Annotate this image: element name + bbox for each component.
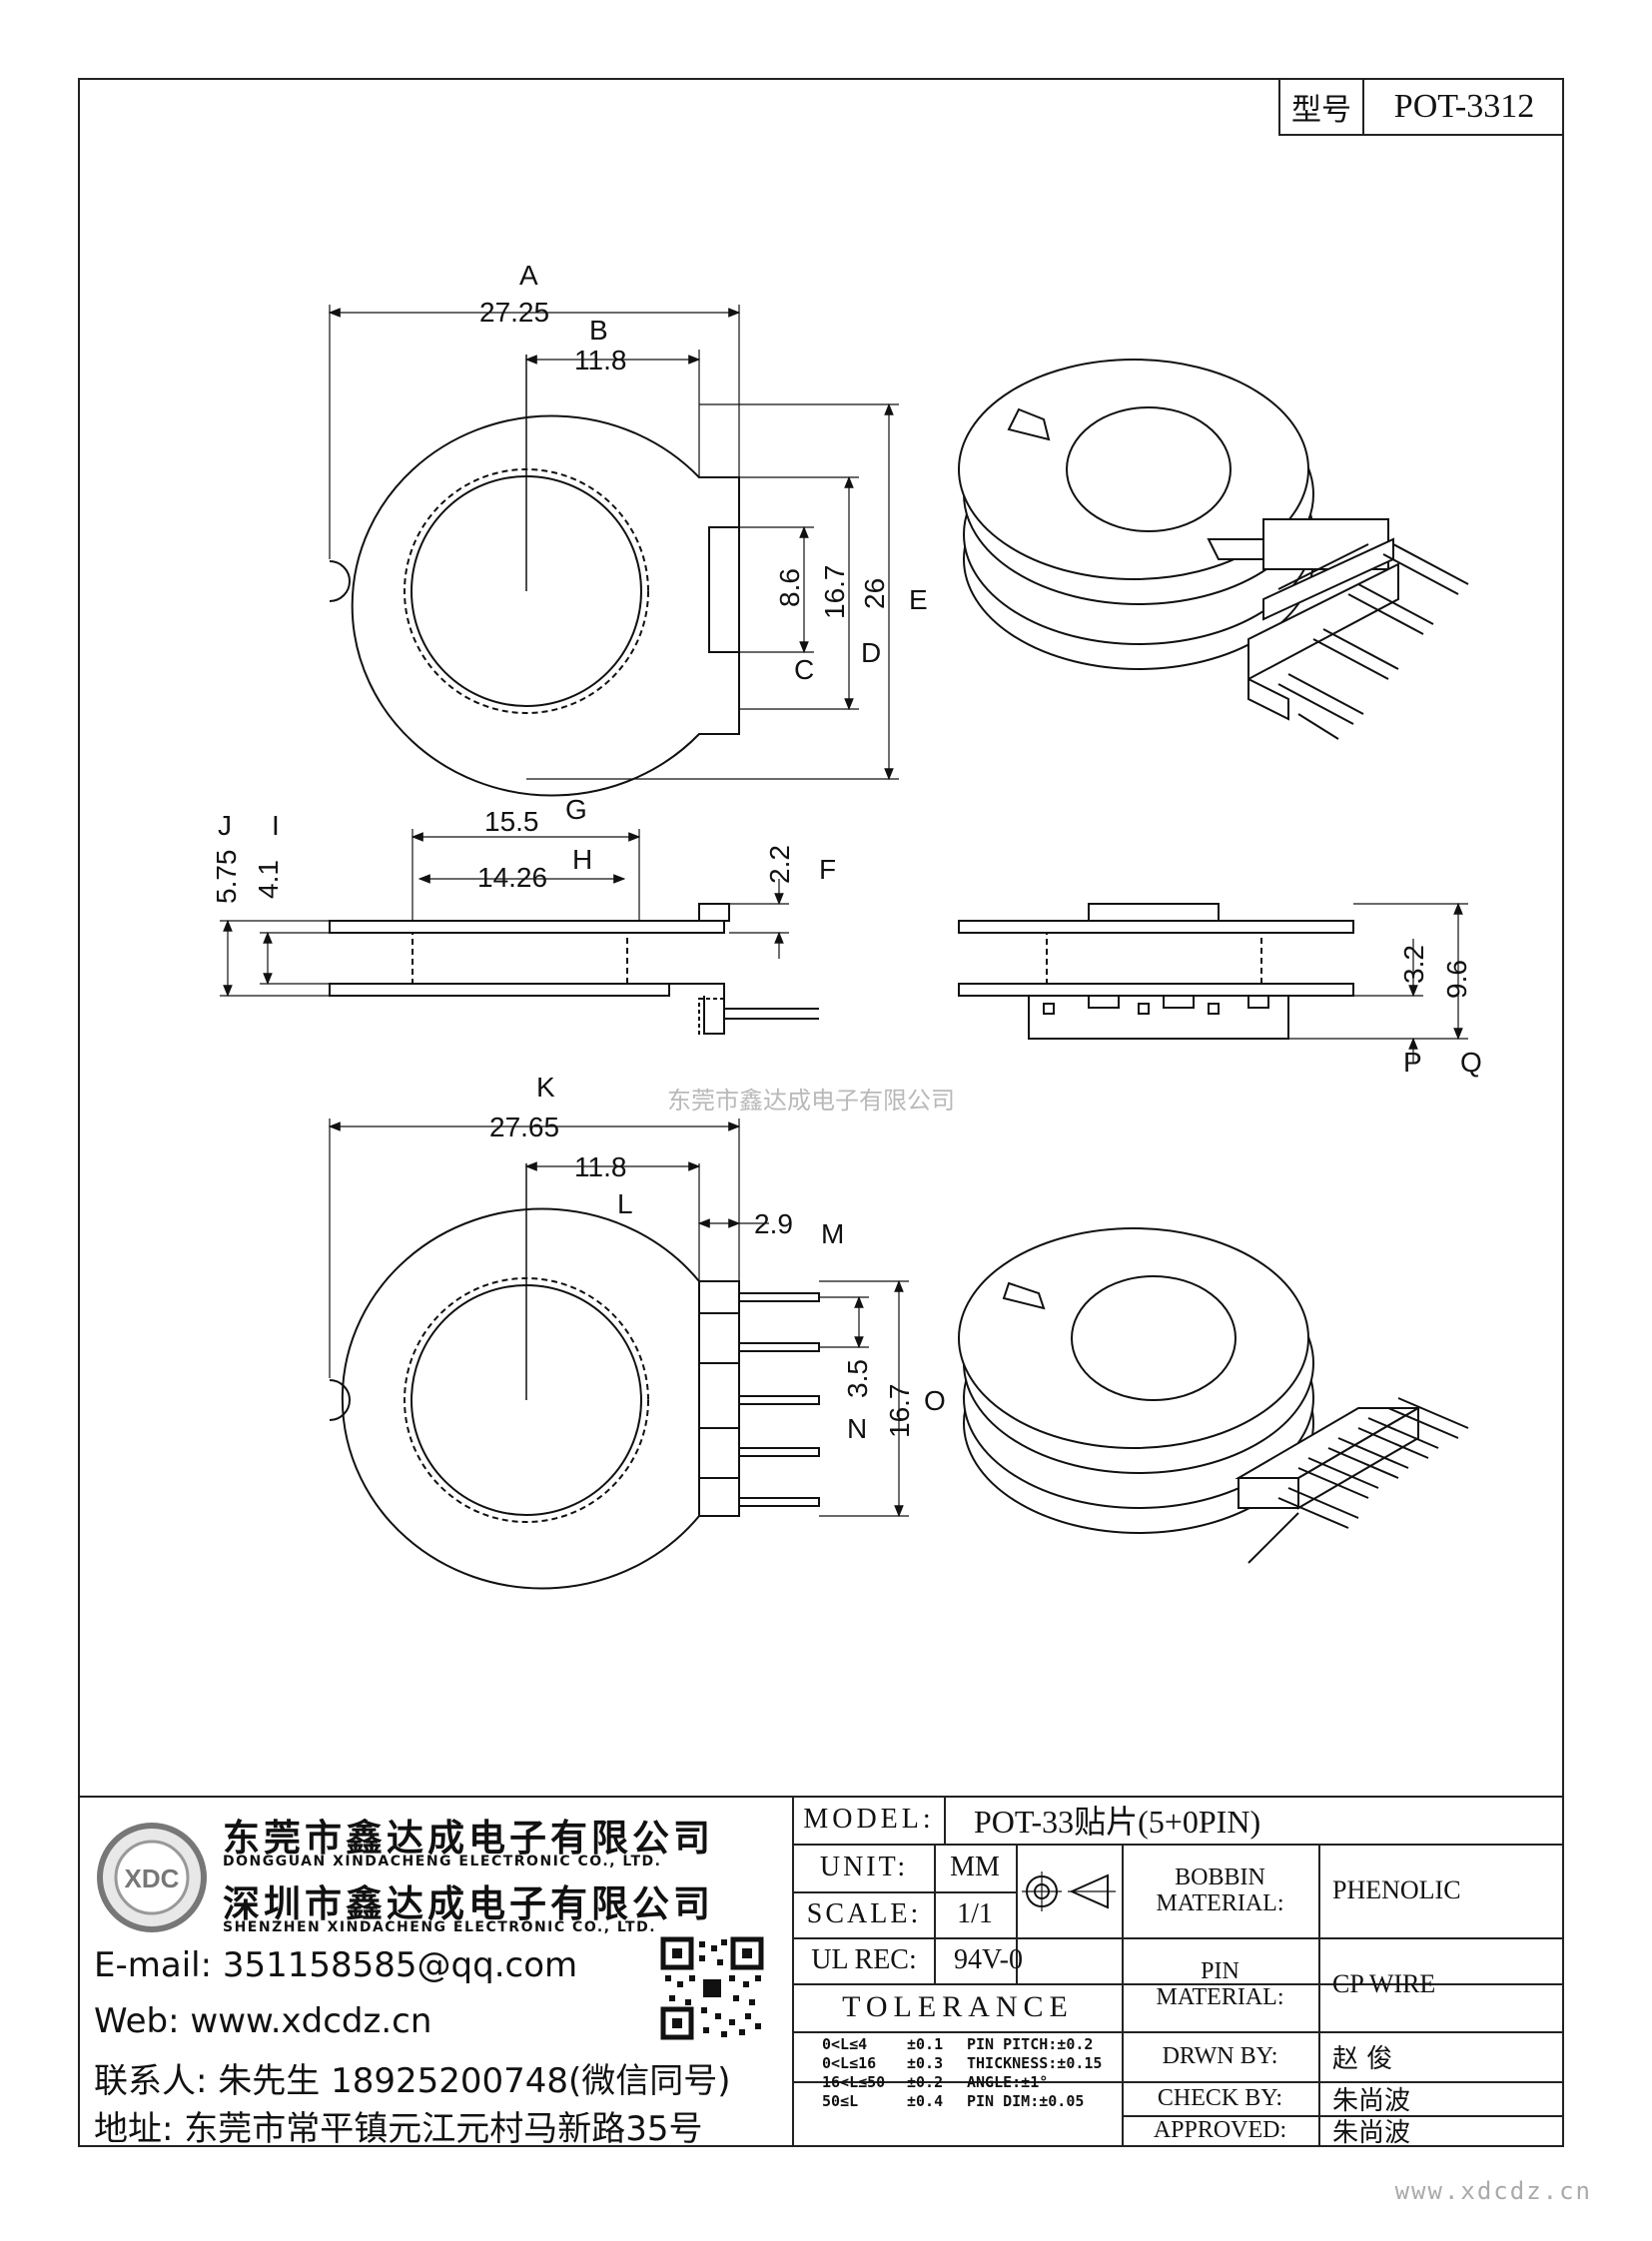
footer-website[interactable]: www.xdcdz.cn (1394, 2177, 1592, 2205)
dim-letter-K: K (536, 1072, 555, 1103)
dim-value-C: 8.6 (774, 568, 805, 607)
tol-range: 16<L≤50 (822, 2073, 886, 2091)
dim-letter-F: F (819, 854, 836, 885)
dim-letter-B: B (589, 315, 608, 346)
dim-letter-N: N (847, 1413, 867, 1444)
part-number-box: 型号 POT-3312 (1278, 80, 1564, 136)
top-view-2 (329, 1163, 820, 1590)
side-view-left (329, 903, 819, 1035)
logo-text: XDC (125, 1864, 180, 1893)
qr-code (659, 1935, 765, 2041)
email-line: E-mail: 351158585@qq.com (94, 1945, 578, 1985)
bobbin-material-label: BOBBIN MATERIAL: (1122, 1844, 1318, 1937)
model-label: MODEL: (803, 1804, 935, 1835)
tol-range: 50≤L (822, 2092, 859, 2110)
title-block (78, 1796, 1564, 2149)
dim-value-H: 14.26 (477, 862, 547, 893)
ulrec-value: 94V-0 (954, 1944, 1023, 1975)
unit-value: MM (950, 1852, 1000, 1882)
tol-spec: PIN DIM:±0.05 (967, 2092, 1085, 2110)
address-line: 地址: 东莞市常平镇元江元村马新路35号 (94, 2109, 703, 2149)
dim-value-K: 27.65 (489, 1112, 559, 1142)
bobbin-label-line-1: BOBBIN (1175, 1865, 1265, 1890)
drawn-by-label: DRWN BY: (1162, 2042, 1278, 2069)
ulrec-label: UL REC: (811, 1944, 917, 1975)
dim-value-N: 3.5 (842, 1359, 873, 1398)
spec-grid: MODEL: POT-33贴片(5+0PIN) UNIT: MM SCALE: … (792, 1796, 1564, 2148)
model-value: POT-33贴片(5+0PIN) (974, 1804, 1261, 1840)
company-name-en-1: DONGGUAN XINDACHENG ELECTRONIC CO., LTD. (223, 1854, 662, 1869)
dim-letter-E: E (909, 584, 928, 615)
pin-label-line-1: PIN (1201, 1958, 1239, 1984)
dim-letter-M: M (821, 1218, 844, 1249)
dim-letter-C: C (794, 654, 814, 685)
dim-letter-L: L (617, 1188, 633, 1219)
tol-value: ±0.4 (907, 2092, 944, 2110)
type-value: POT-3312 (1393, 88, 1535, 125)
drawn-by-value: 赵 俊 (1332, 2043, 1393, 2074)
tol-value: ±0.2 (907, 2073, 944, 2091)
pin-material-label: PIN MATERIAL: (1122, 1937, 1318, 2031)
dim-letter-A: A (519, 260, 538, 291)
tol-spec: THICKNESS:±0.15 (967, 2054, 1103, 2072)
tol-value: ±0.3 (907, 2054, 944, 2072)
company-name-en-2: SHENZHEN XINDACHENG ELECTRONIC CO., LTD. (223, 1919, 657, 1935)
dim-value-O: 16.7 (884, 1384, 915, 1439)
approved-value: 朱尚波 (1332, 2117, 1411, 2148)
tol-range: 0<L≤4 (822, 2035, 868, 2053)
dim-value-P: 3.2 (1398, 945, 1429, 984)
tol-value: ±0.1 (907, 2035, 944, 2053)
dim-value-L: 11.8 (574, 1151, 626, 1182)
contact-line: 联系人: 朱先生 18925200748(微信同号) (94, 2061, 731, 2101)
dim-value-M: 2.9 (754, 1208, 793, 1239)
dim-letter-P: P (1403, 1047, 1422, 1078)
side-view-right (958, 903, 1354, 1040)
check-by-value: 朱尚波 (1332, 2085, 1411, 2116)
dim-letter-Q: Q (1460, 1047, 1482, 1078)
tol-spec: ANGLE:±1° (967, 2073, 1049, 2091)
technical-drawing: A 27.25 B 11.8 C D E F G 15.5 H 14.26 I … (211, 260, 1482, 1590)
pin-label-line-2: MATERIAL: (1156, 1984, 1284, 2010)
company-name-cn-1: 东莞市鑫达成电子有限公司 (223, 1817, 714, 1860)
dim-value-D: 16.7 (819, 565, 850, 620)
dim-value-G: 15.5 (484, 806, 539, 837)
bobbin-material-value: PHENOLIC (1332, 1875, 1461, 1904)
iso-view-2 (958, 1227, 1469, 1564)
dim-value-B: 11.8 (574, 345, 626, 375)
dim-value-J: 5.75 (211, 850, 242, 905)
watermark-text: 东莞市鑫达成电子有限公司 (667, 1087, 955, 1115)
top-view-1 (329, 355, 740, 797)
dim-letter-I: I (272, 810, 280, 841)
bobbin-label-line-2: MATERIAL: (1156, 1890, 1284, 1916)
tol-range: 0<L≤16 (822, 2054, 877, 2072)
dim-value-A: 27.25 (479, 297, 549, 328)
iso-view-1 (958, 359, 1469, 740)
drawing-frame (78, 78, 1564, 2147)
tolerance-label: TOLERANCE (842, 1990, 1074, 2023)
dim-letter-O: O (924, 1385, 946, 1416)
company-name-cn-2: 深圳市鑫达成电子有限公司 (223, 1882, 714, 1925)
dim-letter-H: H (572, 844, 592, 875)
type-label: 型号 (1280, 80, 1364, 134)
tol-spec: PIN PITCH:±0.2 (967, 2035, 1094, 2053)
unit-label: UNIT: (819, 1852, 909, 1882)
company-info: XDC 东莞市鑫达成电子有限公司 DONGGUAN XINDACHENG ELE… (88, 1806, 787, 2149)
dim-value-E: 26 (859, 578, 890, 609)
dim-value-I: 4.1 (253, 860, 284, 899)
dim-letter-G: G (565, 794, 587, 825)
dim-value-F: 2.2 (764, 845, 795, 884)
scale-label: SCALE: (806, 1898, 922, 1929)
company-logo: XDC (97, 1823, 207, 1932)
dim-letter-J: J (218, 810, 232, 841)
dim-letter-D: D (861, 637, 881, 668)
dim-value-Q: 9.6 (1441, 960, 1472, 999)
web-line: Web: www.xdcdz.cn (94, 2001, 432, 2041)
projection-symbol-icon (1022, 1871, 1116, 1911)
scale-value: 1/1 (957, 1898, 993, 1929)
approved-label: APPROVED: (1153, 2116, 1287, 2143)
pin-material-value: CP WIRE (1332, 1969, 1436, 1998)
tolerance-table: 0<L≤4 ±0.1 PIN PITCH:±0.2 0<L≤16 ±0.3 THICKN… (822, 2035, 1122, 2111)
check-by-label: CHECK BY: (1157, 2084, 1283, 2111)
